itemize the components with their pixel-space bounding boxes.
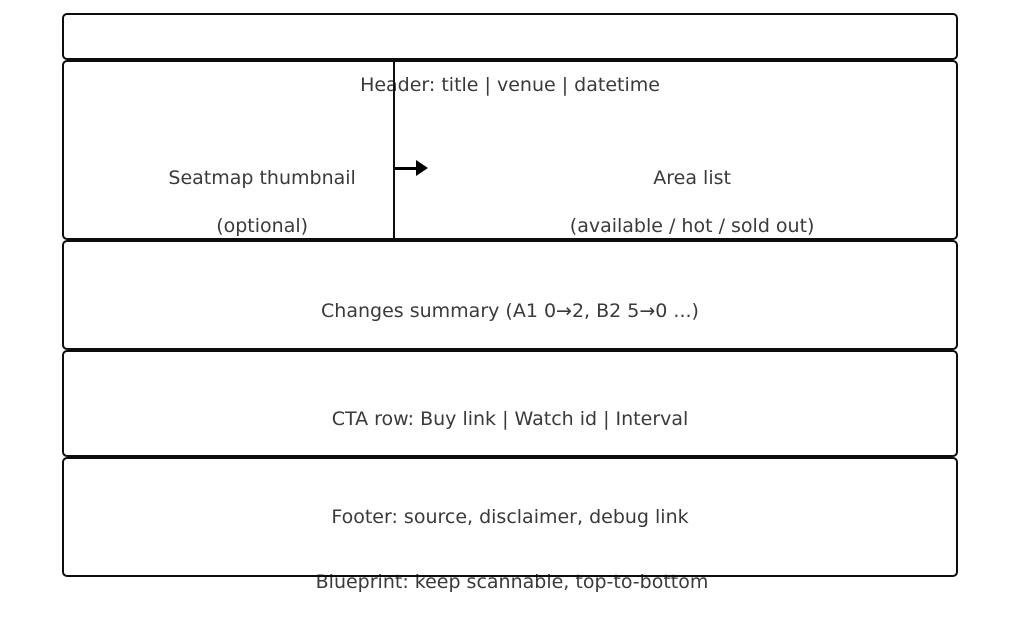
header-label: Header: title | venue | datetime	[360, 74, 660, 96]
area-list-label-line1: Area list	[653, 167, 731, 189]
body-row-box: Header: title | venue | datetime Seatmap…	[62, 60, 958, 240]
seatmap-label: Seatmap thumbnail (optional)	[94, 142, 394, 262]
area-list-label: Area list (available / hot / sold out)	[394, 142, 954, 262]
area-list-label-line2: (available / hot / sold out)	[569, 215, 815, 237]
changes-summary-box: Changes summary (A1 0→2, B2 5→0 ...)	[62, 240, 958, 350]
footer-box: Footer: source, disclaimer, debug link	[62, 457, 958, 577]
cta-row-label: CTA row: Buy link | Watch id | Interval	[331, 408, 689, 430]
changes-summary-label: Changes summary (A1 0→2, B2 5→0 ...)	[321, 300, 699, 322]
header-bar-box	[62, 13, 958, 60]
cta-row-box: CTA row: Buy link | Watch id | Interval	[62, 350, 958, 457]
seatmap-label-line1: Seatmap thumbnail	[168, 167, 356, 189]
footer-label: Footer: source, disclaimer, debug link	[331, 506, 689, 528]
arrow-head	[416, 160, 428, 176]
arrow-shaft	[395, 166, 418, 170]
seatmap-label-line2: (optional)	[216, 215, 309, 237]
right-arrow-icon	[395, 160, 429, 176]
column-divider	[393, 62, 396, 238]
